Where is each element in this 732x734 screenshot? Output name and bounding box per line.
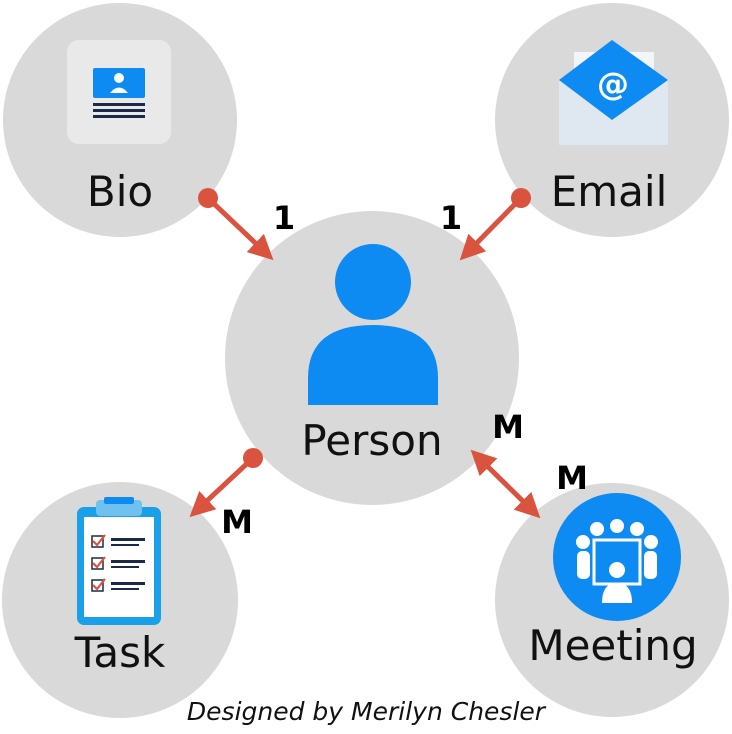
cardinality-person-task: M bbox=[221, 503, 253, 541]
clipboard-checklist-icon bbox=[77, 497, 161, 625]
bio-person-connector bbox=[198, 188, 274, 261]
meeting-group-icon bbox=[553, 493, 681, 621]
cardinality-bio-person: 1 bbox=[273, 199, 295, 237]
email-label: Email bbox=[551, 167, 668, 216]
designer-credit: Designed by Merilyn Chesler bbox=[186, 697, 546, 726]
meeting-label: Meeting bbox=[528, 621, 697, 670]
svg-text:@: @ bbox=[597, 65, 629, 103]
cardinality-person-meeting-near-meeting: M bbox=[556, 459, 588, 497]
email-person-connector bbox=[459, 188, 531, 261]
id-card-icon bbox=[67, 40, 171, 144]
cardinality-person-meeting-near-person: M bbox=[492, 408, 524, 446]
task-label: Task bbox=[74, 628, 166, 677]
envelope-at-icon: @ bbox=[559, 40, 668, 145]
cardinality-email-person: 1 bbox=[440, 199, 462, 237]
person-silhouette-icon bbox=[308, 244, 438, 405]
person-task-connector bbox=[189, 448, 263, 518]
person-label: Person bbox=[301, 416, 442, 465]
person-meeting-connector bbox=[470, 449, 541, 519]
bio-label: Bio bbox=[87, 167, 153, 216]
